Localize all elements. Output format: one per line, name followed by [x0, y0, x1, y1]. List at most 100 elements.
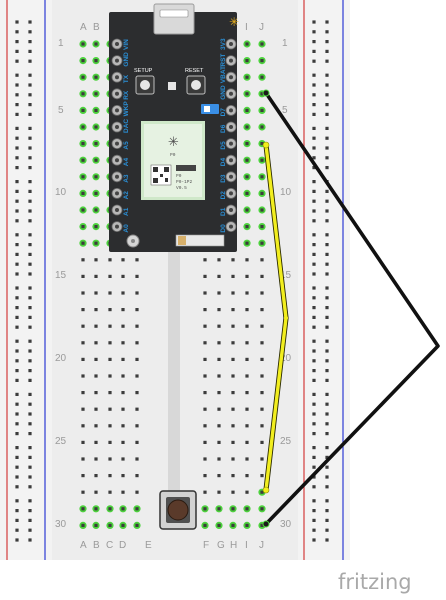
power-rail-hole[interactable] [15, 402, 19, 406]
terminal-hole[interactable] [260, 191, 264, 195]
terminal-hole[interactable] [121, 507, 125, 511]
terminal-hole[interactable] [217, 474, 221, 478]
power-rail-hole[interactable] [15, 209, 19, 213]
power-rail-hole[interactable] [325, 359, 329, 363]
power-rail-hole[interactable] [312, 286, 316, 290]
terminal-hole[interactable] [81, 457, 85, 461]
power-rail-hole[interactable] [312, 146, 316, 150]
terminal-hole[interactable] [121, 308, 125, 312]
terminal-hole[interactable] [245, 407, 249, 411]
power-rail-hole[interactable] [325, 455, 329, 459]
power-rail-hole[interactable] [312, 455, 316, 459]
terminal-hole[interactable] [245, 490, 249, 494]
pushbutton[interactable] [159, 490, 197, 530]
terminal-hole[interactable] [108, 474, 112, 478]
power-rail-hole[interactable] [325, 392, 329, 396]
power-rail-hole[interactable] [15, 509, 19, 513]
terminal-hole[interactable] [260, 258, 264, 262]
power-rail-hole[interactable] [15, 518, 19, 522]
terminal-hole[interactable] [94, 225, 98, 229]
terminal-hole[interactable] [245, 424, 249, 428]
power-rail-hole[interactable] [312, 392, 316, 396]
power-rail-hole[interactable] [28, 412, 32, 416]
terminal-hole[interactable] [260, 457, 264, 461]
terminal-hole[interactable] [81, 225, 85, 229]
terminal-hole[interactable] [81, 357, 85, 361]
terminal-hole[interactable] [245, 158, 249, 162]
terminal-hole[interactable] [260, 42, 264, 46]
terminal-hole[interactable] [81, 92, 85, 96]
black-wire[interactable] [264, 91, 440, 526]
power-rail-hole[interactable] [312, 402, 316, 406]
power-rail-hole[interactable] [28, 306, 32, 310]
power-rail-hole[interactable] [325, 209, 329, 213]
terminal-hole[interactable] [94, 258, 98, 262]
terminal-hole[interactable] [245, 324, 249, 328]
terminal-hole[interactable] [260, 490, 264, 494]
power-rail-hole[interactable] [312, 359, 316, 363]
terminal-hole[interactable] [121, 407, 125, 411]
power-rail-hole[interactable] [325, 233, 329, 237]
terminal-hole[interactable] [245, 523, 249, 527]
terminal-hole[interactable] [217, 357, 221, 361]
power-rail-hole[interactable] [312, 103, 316, 107]
terminal-hole[interactable] [245, 241, 249, 245]
terminal-hole[interactable] [94, 291, 98, 295]
power-rail-hole[interactable] [325, 262, 329, 266]
terminal-hole[interactable] [81, 175, 85, 179]
power-rail-hole[interactable] [15, 243, 19, 247]
power-rail-hole[interactable] [15, 136, 19, 140]
power-rail-hole[interactable] [312, 325, 316, 329]
terminal-hole[interactable] [231, 407, 235, 411]
terminal-hole[interactable] [94, 507, 98, 511]
power-rail-hole[interactable] [325, 189, 329, 193]
power-rail-hole[interactable] [312, 112, 316, 116]
terminal-hole[interactable] [231, 274, 235, 278]
power-rail-hole[interactable] [325, 465, 329, 469]
terminal-hole[interactable] [231, 291, 235, 295]
power-rail-hole[interactable] [312, 306, 316, 310]
power-rail-hole[interactable] [15, 30, 19, 34]
power-rail-hole[interactable] [325, 49, 329, 53]
power-rail-hole[interactable] [15, 103, 19, 107]
terminal-hole[interactable] [94, 374, 98, 378]
terminal-hole[interactable] [94, 274, 98, 278]
terminal-hole[interactable] [121, 391, 125, 395]
terminal-hole[interactable] [245, 440, 249, 444]
power-rail-hole[interactable] [312, 465, 316, 469]
power-rail-hole[interactable] [28, 378, 32, 382]
terminal-hole[interactable] [245, 191, 249, 195]
power-rail-hole[interactable] [15, 378, 19, 382]
terminal-hole[interactable] [94, 324, 98, 328]
power-rail-hole[interactable] [312, 272, 316, 276]
terminal-hole[interactable] [94, 191, 98, 195]
terminal-hole[interactable] [94, 208, 98, 212]
power-rail-hole[interactable] [15, 422, 19, 426]
power-rail-hole[interactable] [28, 199, 32, 203]
power-rail-hole[interactable] [325, 402, 329, 406]
terminal-hole[interactable] [135, 391, 139, 395]
terminal-hole[interactable] [260, 274, 264, 278]
terminal-hole[interactable] [245, 258, 249, 262]
power-rail-hole[interactable] [15, 189, 19, 193]
terminal-hole[interactable] [245, 175, 249, 179]
terminal-hole[interactable] [108, 407, 112, 411]
terminal-hole[interactable] [94, 42, 98, 46]
power-rail-hole[interactable] [325, 325, 329, 329]
power-rail-hole[interactable] [28, 422, 32, 426]
terminal-hole[interactable] [260, 59, 264, 63]
power-rail-hole[interactable] [325, 422, 329, 426]
terminal-hole[interactable] [203, 523, 207, 527]
terminal-hole[interactable] [121, 324, 125, 328]
terminal-hole[interactable] [203, 440, 207, 444]
power-rail-hole[interactable] [312, 59, 316, 63]
power-rail-hole[interactable] [15, 528, 19, 532]
terminal-hole[interactable] [217, 308, 221, 312]
power-rail-hole[interactable] [28, 296, 32, 300]
power-rail-hole[interactable] [15, 49, 19, 53]
terminal-hole[interactable] [94, 457, 98, 461]
terminal-hole[interactable] [245, 291, 249, 295]
terminal-hole[interactable] [231, 374, 235, 378]
terminal-hole[interactable] [260, 324, 264, 328]
terminal-hole[interactable] [260, 92, 264, 96]
